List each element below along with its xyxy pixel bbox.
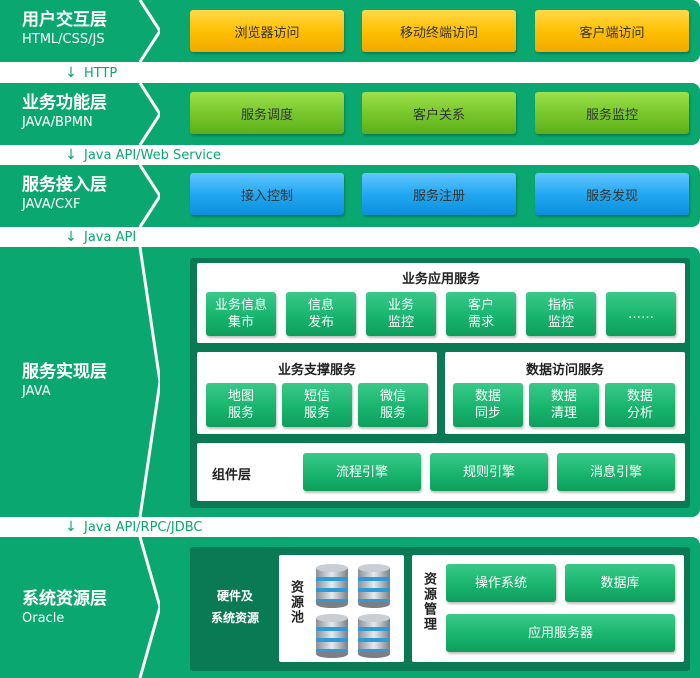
connector-javaapi: ↓ Java API [62,227,136,247]
btn-line: 业务信息 [214,298,267,313]
connector-label: Java API [84,229,137,245]
message-engine-button[interactable]: 消息引擎 [557,453,675,491]
connector-label: Java API/RPC/JDBC [84,519,203,535]
resource-layer-label: 系统资源层 Oracle [0,537,160,678]
impl-layer-label: 服务实现层 JAVA [0,247,160,517]
btn-line: 需求 [467,315,494,330]
ui-layer-subtitle: HTML/CSS/JS [22,32,105,47]
database-icon [358,614,390,658]
connector-http: ↓ HTTP [62,63,117,83]
btn-line: 业务 [387,298,414,313]
support-service-button[interactable]: 短信服务 [282,383,352,427]
btn-line: 指标 [547,298,574,313]
btn-line: 服务 [379,406,406,421]
data-service-button[interactable]: 数据清理 [529,383,599,427]
database-button[interactable]: 数据库 [565,564,675,602]
access-layer-subtitle: JAVA/CXF [22,197,81,212]
access-layer-chevron [0,165,160,227]
btn-line: 地图 [227,389,254,404]
resource-layer-title: 系统资源层 [22,589,107,609]
workflow-engine-button[interactable]: 流程引擎 [303,453,421,491]
btn-line: 信息 [307,298,334,313]
business-layer-title: 业务功能层 [22,93,107,113]
service-dispatch-button[interactable]: 服务调度 [190,92,344,134]
resource-layer-subtitle: Oracle [22,611,65,626]
mobile-access-button[interactable]: 移动终端访问 [362,10,516,52]
arrow-down-icon: ↓ [65,147,77,163]
support-services-title: 业务支撑服务 [277,363,356,378]
app-service-button[interactable]: 信息发布 [286,292,356,336]
btn-line: 客户 [467,298,494,313]
resource-mgmt-label: 资源管理 [421,572,436,632]
btn-line: 数据 [550,389,577,404]
connector-label: Java API/Web Service [84,147,222,163]
app-services-title: 业务应用服务 [401,272,480,287]
service-register-button[interactable]: 服务注册 [362,173,516,215]
database-icon [316,564,348,608]
ui-layer-label: 用户交互层 HTML/CSS/JS [0,0,160,62]
database-icons [316,564,390,658]
impl-layer-title: 服务实现层 [22,362,107,382]
arrow-down-icon: ↓ [65,229,77,245]
btn-line: 同步 [474,406,501,421]
app-server-button[interactable]: 应用服务器 [446,614,675,652]
btn-line: 集市 [227,315,254,330]
btn-line: 数据 [626,389,653,404]
app-service-button[interactable]: 客户需求 [446,292,516,336]
support-service-button[interactable]: 地图服务 [206,383,276,427]
btn-line: 服务 [303,406,330,421]
rule-engine-button[interactable]: 规则引擎 [430,453,548,491]
service-monitor-button[interactable]: 服务监控 [535,92,689,134]
btn-line: 服务 [227,406,254,421]
btn-line: 清理 [550,406,577,421]
database-icon [358,564,390,608]
business-layer-subtitle: JAVA/BPMN [22,115,93,130]
btn-line: 分析 [626,406,653,421]
app-service-more-button[interactable]: …… [606,292,676,336]
service-discovery-button[interactable]: 服务发现 [535,173,689,215]
arrow-down-icon: ↓ [65,65,77,81]
resource-pool-label: 资源池 [288,580,303,625]
btn-line: 短信 [303,389,330,404]
components-title: 组件层 [212,468,252,483]
btn-line: 监控 [547,315,574,330]
business-layer-label: 业务功能层 JAVA/BPMN [0,83,160,145]
btn-line: 数据 [474,389,501,404]
btn-line: 微信 [379,389,406,404]
ui-layer-chevron [0,0,160,62]
app-service-button[interactable]: 业务监控 [366,292,436,336]
btn-line: 监控 [387,315,414,330]
database-icon [316,614,348,658]
connector-rpc-jdbc: ↓ Java API/RPC/JDBC [62,517,202,537]
hardware-label: 硬件及 系统资源 [197,585,273,629]
data-services-title: 数据访问服务 [525,363,604,378]
access-layer-title: 服务接入层 [22,175,107,195]
app-service-button[interactable]: 业务信息集市 [206,292,276,336]
support-service-button[interactable]: 微信服务 [358,383,428,427]
data-service-button[interactable]: 数据同步 [453,383,523,427]
browser-access-button[interactable]: 浏览器访问 [190,10,344,52]
hardware-line: 系统资源 [210,611,259,625]
btn-line: …… [628,306,654,322]
connector-webservice: ↓ Java API/Web Service [62,145,221,165]
resource-layer-chevron [0,537,160,678]
app-service-button[interactable]: 指标监控 [526,292,596,336]
access-control-button[interactable]: 接入控制 [190,173,344,215]
hardware-line: 硬件及 [216,589,253,603]
ui-layer-title: 用户交互层 [22,10,107,30]
impl-layer-subtitle: JAVA [22,384,51,399]
client-access-button[interactable]: 客户端访问 [535,10,689,52]
access-layer-label: 服务接入层 JAVA/CXF [0,165,160,227]
impl-layer-chevron [0,247,160,517]
customer-relation-button[interactable]: 客户关系 [362,92,516,134]
os-button[interactable]: 操作系统 [446,564,556,602]
connector-label: HTTP [84,65,118,81]
arrow-down-icon: ↓ [65,519,77,535]
btn-line: 发布 [307,315,334,330]
app-services-panel [197,263,685,343]
data-service-button[interactable]: 数据分析 [605,383,675,427]
business-layer-chevron [0,83,160,145]
